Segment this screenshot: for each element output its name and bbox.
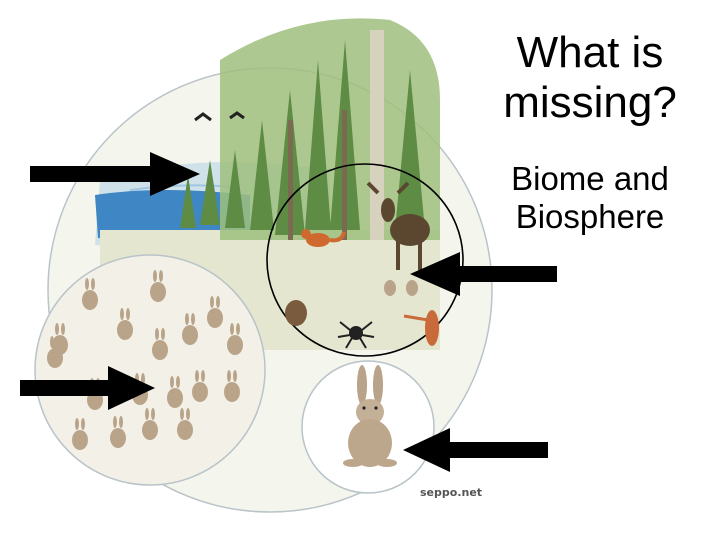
moose-illustration [366, 181, 430, 270]
organism-hare-illustration [343, 365, 397, 467]
question-heading: What is missing? [470, 28, 710, 128]
arrow-to-population [20, 366, 155, 410]
answer-line-2: Biosphere [515, 198, 665, 235]
population-hare [47, 336, 63, 368]
spider-illustration [337, 321, 375, 349]
population-hare [207, 296, 223, 328]
population-hare [150, 270, 166, 302]
population-hare [192, 370, 208, 402]
arrow-to-biome [30, 152, 200, 196]
fox-illustration [301, 229, 346, 247]
woodpecker-illustration [403, 310, 439, 346]
credit-text: seppo.net [420, 486, 483, 499]
population-hare [152, 328, 168, 360]
population-hare [224, 370, 240, 402]
community-hares [384, 280, 418, 296]
population-hare [182, 313, 198, 345]
population-hare [117, 308, 133, 340]
question-line-2: missing? [503, 78, 677, 127]
community-circle [266, 163, 464, 357]
population-hare [227, 323, 243, 355]
answer-text: Biome and Biosphere [480, 160, 700, 236]
question-line-1: What is [516, 28, 664, 77]
answer-line-1: Biome and [511, 160, 669, 197]
population-hare [110, 416, 126, 448]
population-circle [34, 254, 266, 486]
landscape-illustration [95, 18, 440, 350]
population-hare [72, 418, 88, 450]
population-hare [167, 376, 183, 408]
population-hare [82, 278, 98, 310]
arrow-to-community [410, 252, 557, 296]
hedgehog-illustration [285, 300, 307, 326]
population-hare [142, 408, 158, 440]
population-hare [177, 408, 193, 440]
arrow-to-organism [403, 428, 548, 472]
